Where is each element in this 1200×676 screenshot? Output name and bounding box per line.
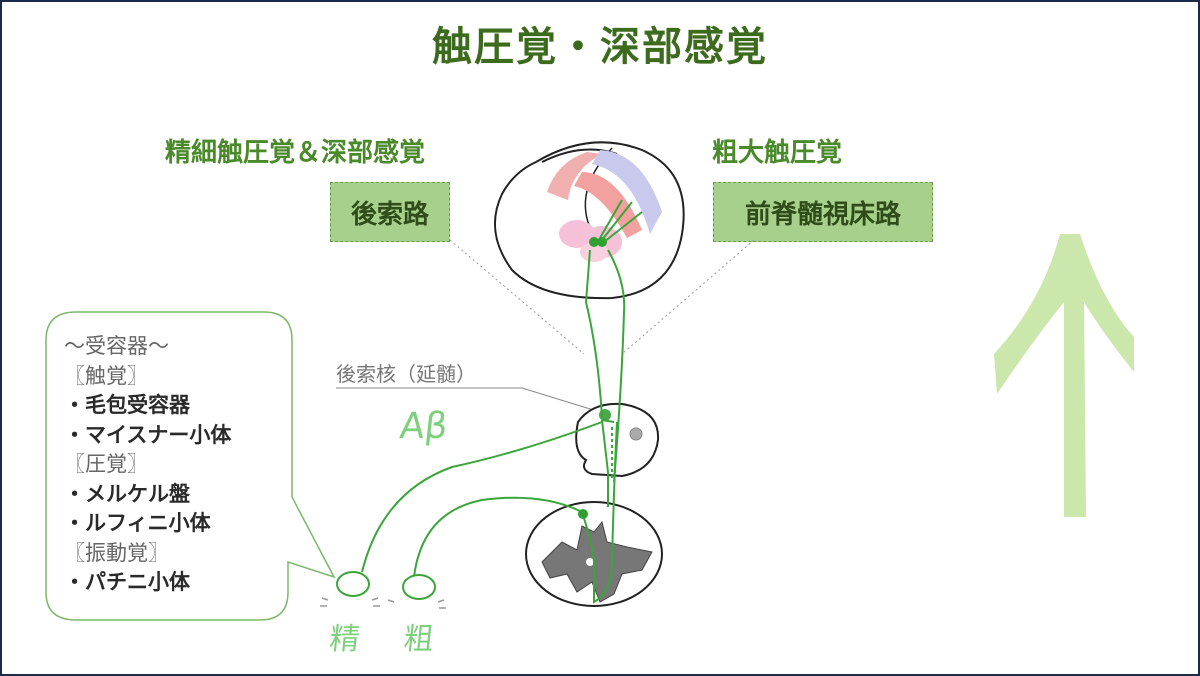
ascending-arrow-icon [994,234,1134,517]
receptor-line: ・毛包受容器 [64,393,190,417]
dorsal-column-ascending [584,249,603,418]
receptor-line: 〖触覚〗 [64,363,148,388]
receptor-line: ・マイスナー小体 [64,422,232,447]
spinal-cord-icon [525,501,663,607]
fine-receptor-icon [336,571,370,597]
medulla-cross [601,419,609,507]
coarse-label: 粗 [401,622,436,657]
brain-icon [493,141,685,300]
vibration-marks-icon [320,597,446,609]
spinothalamic-ascending [607,249,626,483]
nucleus-pointer [521,387,601,413]
receptor-line: ・ルフィニ小体 [64,511,211,535]
receptor-line: ・メルケル盤 [64,481,190,506]
dorsal-column-tract-box: 後索路 [330,182,450,242]
receptor-line: 〖圧覚〗 [64,452,148,476]
spinothalamic-tract-box: 前脊髄視床路 [713,182,933,242]
fine-fiber [361,421,603,573]
leader-line-right [621,239,755,355]
dorsal-horn-synapse [578,509,588,519]
fiber-label: Aβ [397,406,450,447]
speech-bubble [45,311,336,621]
leader-line-left [449,239,585,355]
nucleus-label: 後索核（延髄） [336,362,476,386]
coarse-fiber [413,421,618,604]
receptor-line: 〖振動覚〗 [64,540,169,565]
fine-label: 精 [327,622,362,657]
pathway-lines [361,249,626,604]
receptor-list: 〜受容器〜 〖触覚〗 ・毛包受容器 ・マイスナー小体 〖圧覚〗 ・メルケル盤 ・… [64,332,284,598]
left-heading: 精細触圧覚＆深部感覚 [165,138,426,168]
receptor-list-title: 〜受容器〜 [64,334,169,358]
page-title: 触圧覚・深部感覚 [432,24,768,70]
right-heading: 粗大触圧覚 [712,138,843,168]
receptor-line: ・パチニ小体 [64,570,190,594]
coarse-receptor-icon [402,574,436,600]
